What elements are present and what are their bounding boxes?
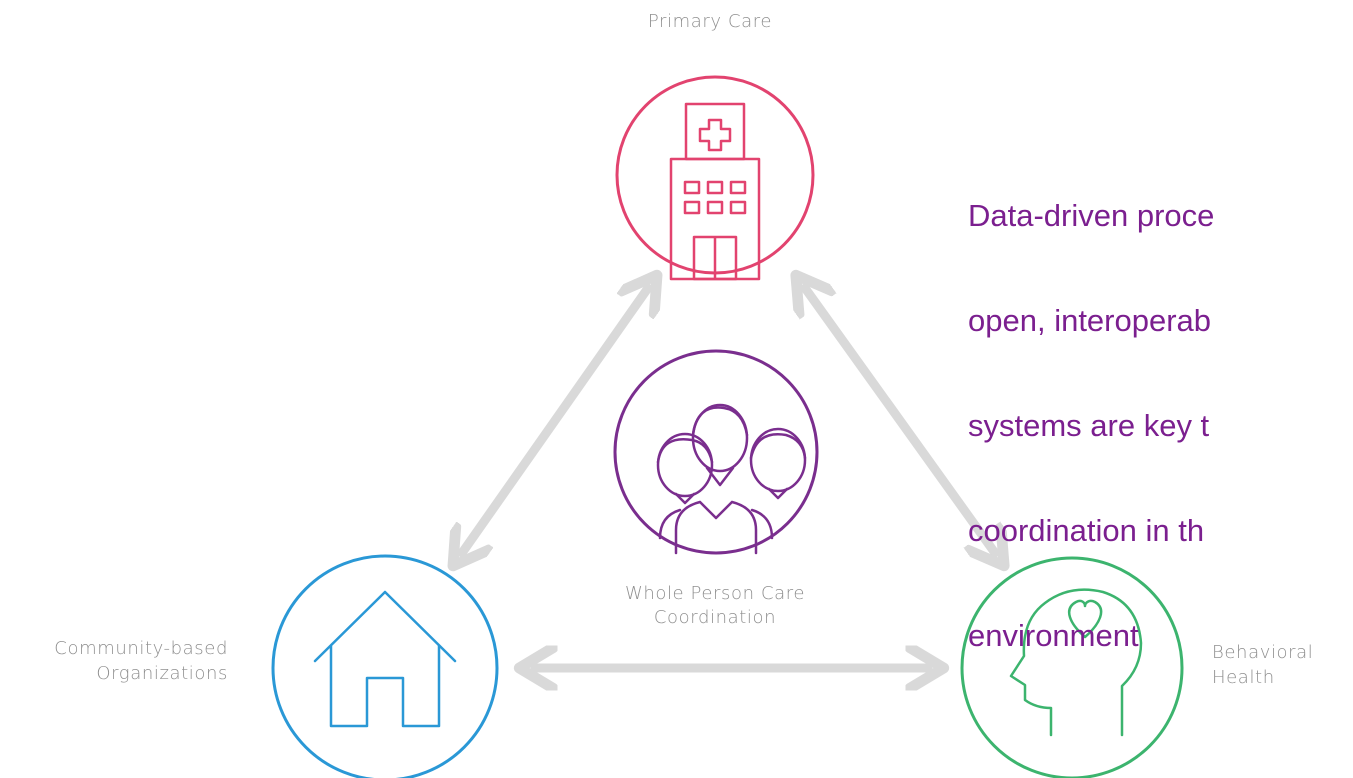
callout-line-3: systems are key t: [968, 408, 1210, 443]
behavioral-circle: [960, 556, 1184, 778]
house-icon: [313, 590, 457, 728]
whole-person-care-label-line2: Coordination: [653, 607, 777, 629]
whole-person-node: [613, 349, 819, 555]
callout-line-5: environment: [968, 618, 1139, 653]
connector-primary-behavioral: [805, 288, 995, 553]
callout-line-2: open, interoperab: [968, 303, 1212, 338]
callout-line-1: Data-driven proce: [968, 198, 1215, 233]
head-heart-icon: [1009, 588, 1143, 737]
community-label: Community-based Organizations: [10, 636, 228, 686]
whole-person-care-label: Whole Person Care Coordination: [570, 582, 860, 631]
behavioral-node: [960, 556, 1184, 778]
hospital-icon: [669, 102, 761, 281]
community-circle: [271, 554, 499, 778]
callout-text: Data-driven proce open, interoperab syst…: [968, 128, 1353, 688]
behavioral-label: Behavioral Health: [1212, 640, 1352, 690]
community-node: [271, 554, 499, 778]
primary-care-label: Primary Care: [647, 11, 773, 32]
behavioral-label-line1: Behavioral: [1212, 642, 1314, 663]
connector-primary-community: [462, 288, 648, 553]
whole-person-care-label-line1: Whole Person Care: [624, 583, 806, 604]
behavioral-label-line2: Health: [1212, 667, 1275, 689]
primary-care-node: [615, 75, 815, 281]
people-group-icon: [656, 403, 807, 555]
community-label-line1: Community-based: [54, 638, 228, 659]
whole-person-circle: [613, 349, 819, 555]
callout-line-4: coordination in th: [968, 513, 1205, 548]
community-label-line2: Organizations: [96, 663, 228, 685]
